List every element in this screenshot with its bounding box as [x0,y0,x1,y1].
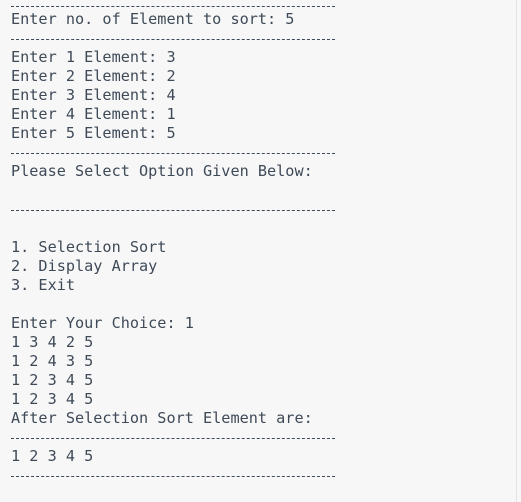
console-text-line: 2. Display Array [11,257,158,275]
console-text-line: 1 2 3 4 5 [11,447,94,465]
separator-line [11,29,516,48]
console-text-line: Enter 3 Element: 4 [11,86,176,104]
console-lines: Enter no. of Element to sort: 5 Enter 1 E… [11,0,516,485]
separator-line [11,200,516,219]
console-text-line: Enter 4 Element: 1 [11,105,176,123]
console-text-line: Enter Your Choice: 1 [11,314,194,332]
console-text-line: Enter 5 Element: 5 [11,124,176,142]
console-text-line: Please Select Option Given Below: [11,162,313,180]
console-text-line: 3. Exit [11,276,76,294]
console-text-line: 1. Selection Sort [11,238,167,256]
separator-line [11,428,516,447]
blank-line [11,219,516,238]
separator-line [11,466,516,485]
console-text-line: 1 2 3 4 5 [11,390,94,408]
console-text-line: After Selection Sort Element are: [11,409,313,427]
console-text-line: 1 3 4 2 5 [11,333,94,351]
console-text-line: Enter no. of Element to sort: 5 [11,10,295,28]
blank-line [11,181,516,200]
console-text-line: Enter 2 Element: 2 [11,67,176,85]
console-text-line: 1 2 3 4 5 [11,371,94,389]
separator-line [11,0,516,10]
separator-line [11,143,516,162]
blank-line [11,295,516,314]
console-text-line: 1 2 4 3 5 [11,352,94,370]
console-text-line: Enter 1 Element: 3 [11,48,176,66]
